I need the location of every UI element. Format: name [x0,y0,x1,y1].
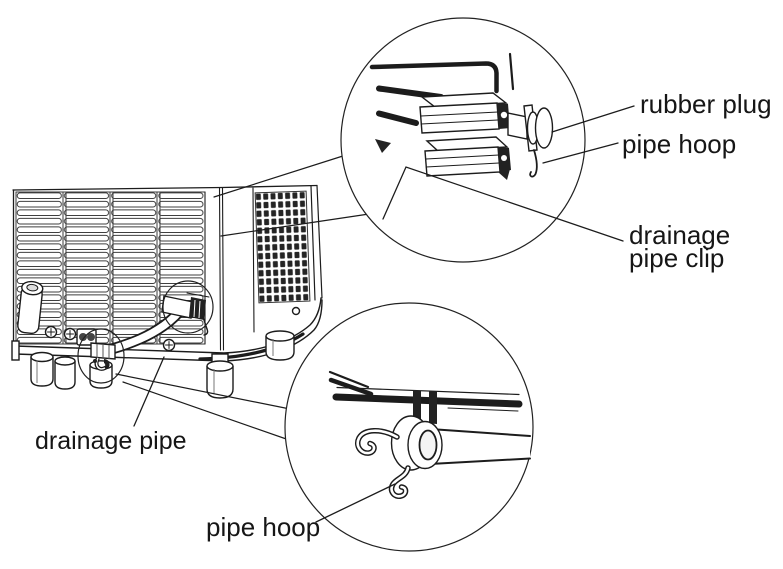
detail-view-bottom [284,302,534,552]
louver-column-dividers [62,192,161,344]
air-conditioner-unit [11,184,323,399]
outlet-highlight-circle [162,280,214,334]
label-drainage-pipe: drainage pipe [35,427,187,455]
caster-wheel [30,351,54,387]
drain-outlet-stub [507,112,528,140]
rear-corner-edges [204,187,255,351]
caster-wheel [265,330,295,361]
panel-edge-bar [376,85,444,100]
pipe-hoop-hook [529,149,538,178]
pipe-hoop-opening [418,429,438,461]
panel-edge-bar [376,110,419,126]
hoop-bracket-post [413,390,421,424]
leader-drainage-pipe-clip [382,166,624,242]
side-vent-grille [254,190,311,304]
leader-pipe-hoop-bottom [315,483,396,523]
arrow-wedge [375,139,391,153]
leader-pipe-hoop-top [542,142,619,164]
drain-elbow [17,280,44,335]
label-pipe-hoop-top: pipe hoop [622,129,736,159]
bracket-roller [79,333,87,341]
leader-drainage-pipe [133,356,165,427]
label-drainage-pipe-clip-line2: pipe clip [629,243,724,273]
pipe-hoop-on-rail [90,342,116,371]
caster-wheel [54,356,76,390]
bracket-roller [87,333,95,341]
right-side-edges [310,184,323,301]
label-rubber-plug: rubber plug [640,89,772,119]
drain-outlet-fitting [161,292,210,336]
leader-lines [133,105,635,523]
drainage-pipe-clip-lower [424,136,511,180]
drainage-assembly [77,280,214,384]
hoop-highlight-circle [77,328,125,384]
panel-edge-bar [369,61,499,94]
leader-rubber-plug [551,105,635,133]
detail-view-top [340,17,586,263]
rubber-plug [534,107,554,149]
drainage-pipe-section [430,429,530,464]
unit-top-edge [12,184,318,191]
drainage-pipe-clip-upper [419,92,510,134]
callout-tail-lines [115,154,370,442]
hoop-bracket-post [429,391,437,424]
label-drainage-pipe-clip-line1: drainage [629,220,730,250]
label-pipe-hoop-bottom: pipe hoop [206,512,320,542]
side-panel-screw [291,306,301,316]
base-rail-bar [332,393,523,408]
rail-end-cap [11,340,20,361]
